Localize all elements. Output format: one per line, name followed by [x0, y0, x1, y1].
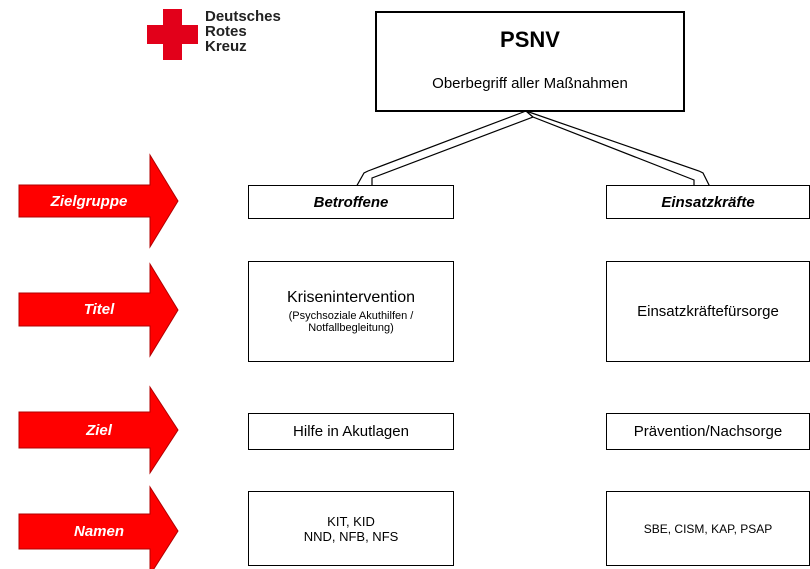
ziel-arrow-shape — [18, 385, 179, 475]
right-zielgruppe-text: Einsatzkräfte — [661, 193, 755, 211]
left-namen-box: KIT, KID NND, NFB, NFS — [248, 491, 454, 566]
connector-right-arrow — [525, 110, 713, 190]
left-namen-line2: NND, NFB, NFS — [303, 528, 399, 544]
left-ziel-text: Hilfe in Akutlagen — [293, 423, 409, 440]
left-titel-sub1: (Psychsoziale Akuthilfen / — [288, 310, 414, 322]
row-label-ziel: Ziel — [86, 421, 112, 439]
right-namen-text: SBE, CISM, KAP, PSAP — [643, 521, 773, 536]
right-ziel-text: Prävention/Nachsorge — [633, 423, 783, 440]
right-ziel-box: Prävention/Nachsorge — [606, 413, 810, 450]
zielgruppe-arrow-shape — [18, 153, 179, 249]
logo-line-3: Kreuz — [205, 38, 247, 55]
left-namen-line1: KIT, KID — [327, 513, 375, 529]
logo-text: Deutsches Rotes Kreuz — [205, 9, 281, 54]
root-box: PSNV Oberbegriff aller Maßnahmen — [375, 11, 685, 112]
right-titel-text: Einsatzkräftefürsorge — [637, 303, 779, 320]
logo-line-2: Rotes — [205, 23, 247, 40]
row-label-zielgruppe: Zielgruppe — [50, 192, 128, 210]
logo-line-1: Deutsches — [205, 8, 281, 25]
connector-left-arrow — [353, 110, 535, 190]
right-titel-box: Einsatzkräftefürsorge — [606, 261, 810, 362]
left-titel-main: Krisenintervention — [286, 289, 416, 306]
connector-arrows — [353, 110, 713, 190]
titel-arrow-shape — [18, 262, 179, 358]
red-cross-icon — [147, 9, 198, 60]
namen-arrow-shape — [18, 485, 179, 569]
root-subtitle: Oberbegriff aller Maßnahmen — [432, 75, 628, 92]
left-titel-sub2: Notfallbegleitung) — [308, 322, 394, 334]
row-label-titel: Titel — [83, 301, 115, 318]
right-zielgruppe-box: Einsatzkräfte — [606, 185, 810, 219]
root-title: PSNV — [500, 27, 560, 52]
left-zielgruppe-text: Betroffene — [313, 193, 389, 211]
row-label-namen: Namen — [73, 523, 125, 540]
left-ziel-box: Hilfe in Akutlagen — [248, 413, 454, 450]
left-zielgruppe-box: Betroffene — [248, 185, 454, 219]
left-titel-box: Krisenintervention (Psychsoziale Akuthil… — [248, 261, 454, 362]
right-namen-box: SBE, CISM, KAP, PSAP — [606, 491, 810, 566]
